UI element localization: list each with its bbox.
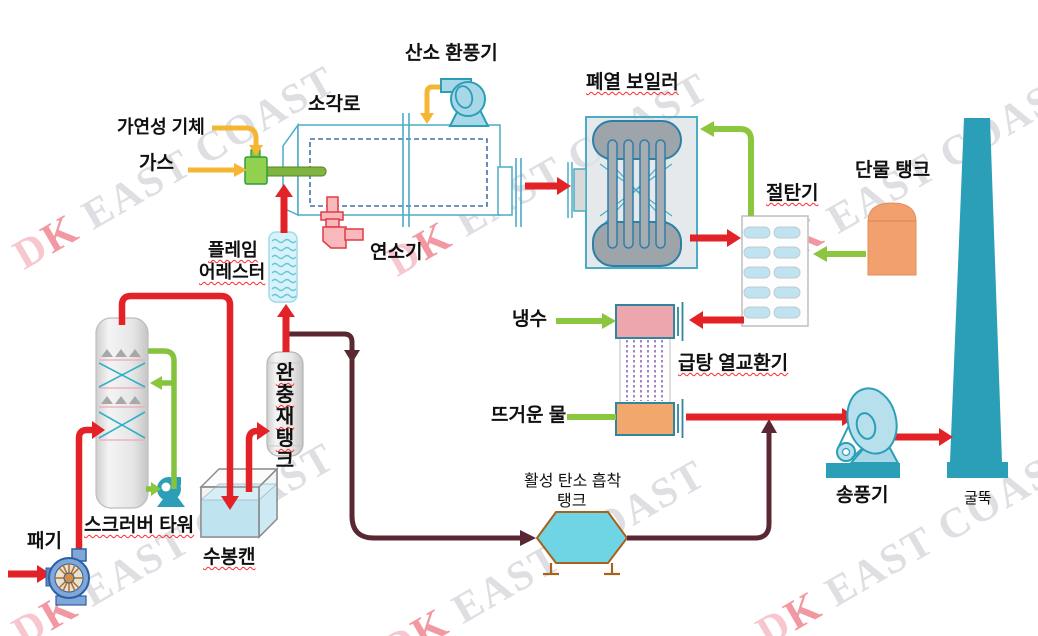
fresh-water-tank [867,202,917,276]
label-oxygen-fan: 산소 환풍기 [405,43,498,64]
label-cold-water: 냉수 [512,309,547,330]
recirculation-pump-icon [157,477,185,507]
label-carbon-tank-1: 활성 탄소 흡착 [524,473,622,490]
burner-icon [320,196,364,249]
activated-carbon-tank [535,511,629,576]
hot-water-heat-exchanger [615,302,684,438]
label-economizer: 절탄기 [766,183,819,204]
fuel-gas-pipes [188,84,441,177]
flame-arrester [268,231,298,303]
label-water-seal-can: 수봉캔 [203,547,256,568]
label-flame-arrester-1: 플레임 [208,240,258,260]
label-flame-arrester-2: 어레스터 [199,262,266,282]
label-chimney: 굴뚝 [964,490,992,507]
label-blower: 송풍기 [836,485,889,506]
label-exhaust: 패기 [27,531,62,552]
waste-heat-boiler [567,116,698,269]
exhaust-fan-icon [45,548,90,606]
label-buffer-tank: 완 충 재 탱 크 [275,362,295,472]
treated-gas-pipe [288,331,777,546]
oxygen-fan-icon [440,78,490,127]
label-scrubber-tower: 스크러버 타워 [84,515,195,536]
label-incinerator: 소각로 [308,94,361,115]
scrubber-tower [95,317,149,509]
chimney-stack [947,118,1008,478]
economizer [741,215,809,327]
buffer-tank [266,351,304,457]
label-fresh-water-tank: 단물 탱크 [855,160,931,181]
incinerator-vessel [282,113,522,227]
label-carbon-tank-2: 탱크 [557,493,587,510]
water-seal-can [199,467,279,539]
label-burner: 연소기 [370,242,423,263]
label-gas: 가스 [139,153,174,174]
water-pipes [146,121,866,496]
label-waste-heat-boiler: 폐열 보일러 [586,72,679,93]
hot-gas-pipes [8,177,953,583]
label-hot-water: 뜨거운 물 [491,405,567,426]
label-heat-exchanger: 급탕 열교환기 [678,353,789,374]
label-combustible-gas: 가연성 기체 [117,117,205,137]
blower-icon [826,387,900,478]
